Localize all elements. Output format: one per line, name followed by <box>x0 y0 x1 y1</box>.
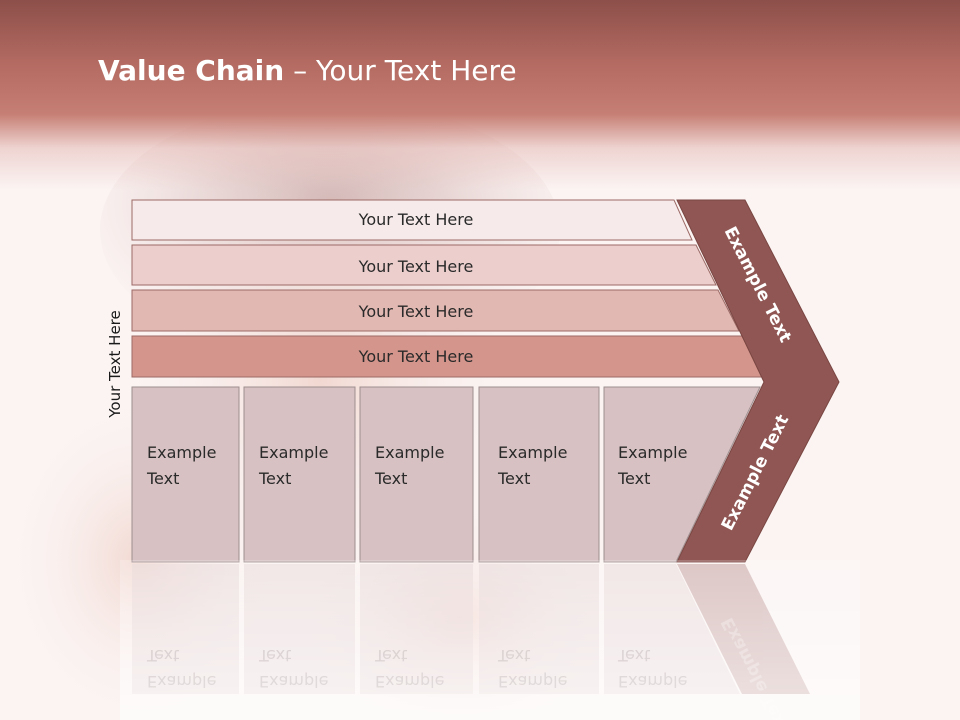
box-3-shape <box>359 386 474 563</box>
slide-title-rest: – Your Text Here <box>284 54 517 87</box>
box-2: Example Text <box>243 386 356 563</box>
row-3: Your Text Here <box>131 289 740 332</box>
box-1-line1: Example <box>147 443 216 462</box>
box-2-line1: Example <box>259 443 328 462</box>
slide-title-bold: Value Chain <box>98 54 285 87</box>
header-band <box>0 0 960 190</box>
box-3-line1: Example <box>375 443 444 462</box>
box-3: Example Text <box>359 386 474 563</box>
box-4-line1: Example <box>498 443 567 462</box>
box-2-line2: Text <box>258 469 291 488</box>
row-1-label: Your Text Here <box>358 210 474 229</box>
row-2-label: Your Text Here <box>358 257 474 276</box>
row-1: Your Text Here <box>131 199 693 241</box>
reflection-fade <box>120 560 860 720</box>
box-5-line1: Example <box>618 443 687 462</box>
row-3-bar <box>131 289 740 332</box>
side-label: Your Text Here <box>106 310 124 418</box>
box-1-line2: Text <box>146 469 179 488</box>
box-4-shape <box>478 386 600 563</box>
box-1: Example Text <box>131 386 240 563</box>
box-4: Example Text <box>478 386 600 563</box>
row-4: Your Text Here <box>131 335 764 378</box>
row-3-label: Your Text Here <box>358 302 474 321</box>
box-1-shape <box>131 386 240 563</box>
row-2: Your Text Here <box>131 244 717 286</box>
box-5: Example Text <box>603 386 761 563</box>
row-2-bar <box>131 244 717 286</box>
row-4-label: Your Text Here <box>358 347 474 366</box>
row-1-bar <box>131 199 693 241</box>
slide-title: Value Chain – Your Text Here <box>98 54 517 87</box>
box-4-line2: Text <box>497 469 530 488</box>
box-3-line2: Text <box>374 469 407 488</box>
box-5-line2: Text <box>617 469 650 488</box>
